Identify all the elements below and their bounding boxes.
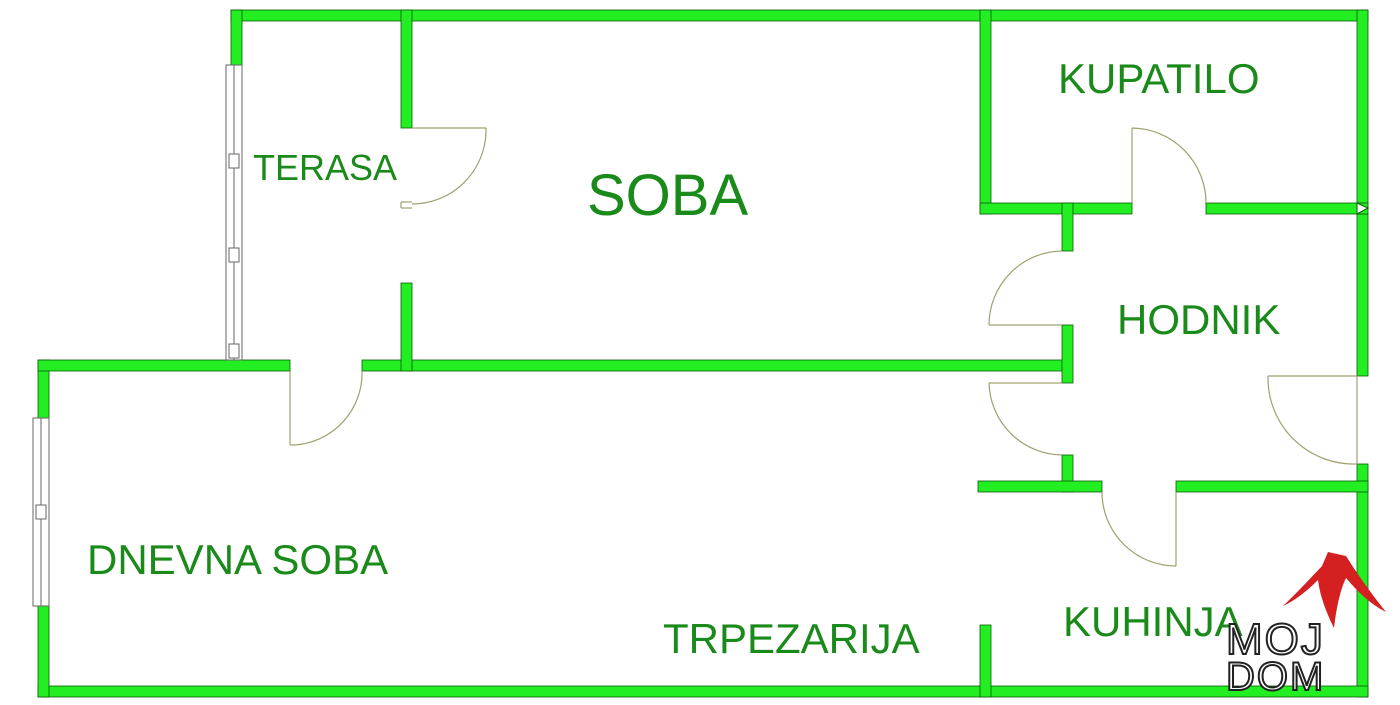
wall-kuhinja-left-stub xyxy=(979,624,992,698)
window-terasa xyxy=(225,64,243,361)
wall-mid-h-right xyxy=(361,359,1065,372)
house-roof-icon xyxy=(1283,556,1386,628)
moj-dom-logo: MOJ DOM xyxy=(1225,552,1386,700)
windows xyxy=(32,64,243,607)
wall-terasa-left-top xyxy=(230,9,243,66)
wall-kupatilo-bottom-left xyxy=(979,202,1133,215)
entrance-arrow-icon xyxy=(1356,202,1370,215)
label-kuhinja: KUHINJA xyxy=(1063,598,1243,645)
logo-line-1: MOJ xyxy=(1226,615,1325,664)
wall-hodnik-left-top xyxy=(1061,202,1074,252)
wall-right-top xyxy=(1356,9,1369,206)
wall-kupatilo-bottom-right xyxy=(1205,202,1369,215)
window-dnevna-soba xyxy=(32,417,50,607)
house-chimney-icon xyxy=(1322,552,1346,566)
wall-hodnik-left-mid xyxy=(1061,324,1074,384)
wall-kuhinja-top-right xyxy=(1175,480,1369,493)
room-labels: TERASA SOBA KUPATILO HODNIK DNEVNA SOBA … xyxy=(87,55,1280,662)
door-soba-hodnik xyxy=(988,250,1063,326)
label-dnevna-soba: DNEVNA SOBA xyxy=(87,536,388,583)
door-dnevna-terasa xyxy=(289,370,363,446)
wall-left-bottom xyxy=(37,605,50,698)
wall-terasa-soba-top xyxy=(400,9,413,129)
door-dnevna-hodnik xyxy=(988,382,1063,456)
label-soba: SOBA xyxy=(587,163,748,228)
wall-soba-kupatilo xyxy=(979,9,992,215)
label-terasa: TERASA xyxy=(253,147,397,188)
label-hodnik: HODNIK xyxy=(1117,296,1280,343)
label-trpezarija: TRPEZARIJA xyxy=(663,615,920,662)
wall-bottom xyxy=(37,685,1369,698)
logo-line-2: DOM xyxy=(1226,655,1325,699)
door-kuhinja xyxy=(1101,491,1177,567)
wall-mid-h-left xyxy=(37,359,291,372)
door-entrance xyxy=(1267,375,1358,465)
wall-terasa-soba-bottom xyxy=(400,282,413,372)
doors xyxy=(289,127,1358,567)
door-terasa-soba xyxy=(400,127,487,209)
label-kupatilo: KUPATILO xyxy=(1058,55,1260,102)
walls xyxy=(37,9,1369,698)
wall-kuhinja-top-left xyxy=(977,480,1103,493)
door-kupatilo xyxy=(1131,127,1207,204)
wall-right-mid xyxy=(1356,213,1369,377)
